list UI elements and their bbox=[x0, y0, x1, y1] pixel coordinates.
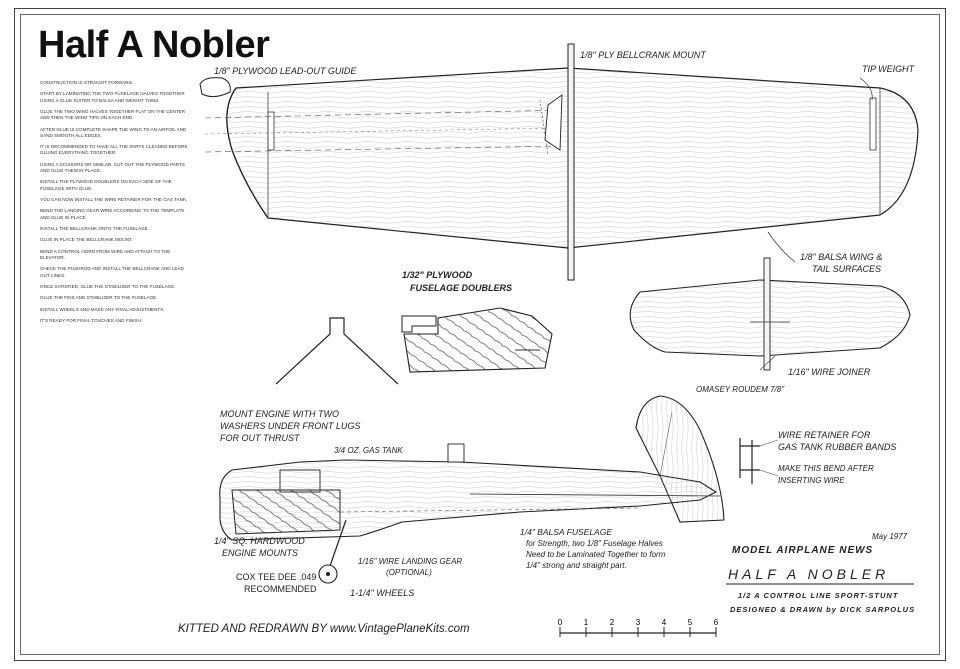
retainer-label-1: WIRE RETAINER FOR bbox=[778, 430, 871, 440]
plan-title: Half A Nobler bbox=[38, 24, 270, 66]
wire-retainer-detail bbox=[739, 438, 779, 484]
subtitle-label: 1/2 A CONTROL LINE SPORT-STUNT bbox=[738, 591, 899, 600]
mount-label-2: WASHERS UNDER FRONT LUGS bbox=[220, 421, 361, 431]
doublers-label-2: FUSELAGE DOUBLERS bbox=[410, 283, 513, 293]
scale-tick-label: 3 bbox=[636, 618, 641, 627]
engine-label-1: COX TEE DEE .049 bbox=[236, 572, 317, 582]
fuselage-label-3: Need to be Laminated Together to form bbox=[526, 550, 666, 559]
scale-tick-label: 1 bbox=[584, 618, 589, 627]
scale-tick-label: 2 bbox=[610, 618, 615, 627]
tip-weight-label: TIP WEIGHT bbox=[862, 64, 915, 74]
construction-note: It's ready for final touches and finish. bbox=[40, 318, 143, 324]
engine-label-2: RECOMMENDED bbox=[244, 584, 317, 594]
inner-border bbox=[20, 14, 940, 655]
magazine-label: MODEL AIRPLANE NEWS bbox=[732, 545, 874, 556]
mount-label-3: FOR OUT THRUST bbox=[220, 433, 300, 443]
construction-note: Construction is straight forward. bbox=[40, 80, 134, 85]
construction-note: Once satisfied, glue the stabilizer to t… bbox=[40, 283, 176, 289]
construction-note: Bend a control horn from wire and attach… bbox=[40, 248, 171, 260]
wheels-label: 1-1/4" WHEELS bbox=[350, 588, 415, 598]
construction-note: Glue the two wing halves together flat o… bbox=[40, 108, 186, 121]
bend-label-2: INSERTING WIRE bbox=[778, 476, 845, 485]
fuselage-label-4: 1/4" strong and straight part. bbox=[526, 561, 627, 570]
construction-note: Check the pushrod and install the bellcr… bbox=[40, 266, 184, 278]
gas-tank-label: 3/4 OZ. GAS TANK bbox=[334, 446, 403, 455]
stabilizer-top-view bbox=[629, 257, 911, 371]
construction-note: After glue is complete shape the wing to… bbox=[40, 126, 187, 138]
construction-note: Using a scissors or similar, cut out the… bbox=[40, 161, 185, 173]
dihedral-template bbox=[275, 317, 399, 385]
bend-label-1: MAKE THIS BEND AFTER bbox=[778, 464, 874, 473]
construction-note: You can now install the wire retainer fo… bbox=[40, 196, 188, 202]
construction-note: Glue in place the bellcrank mount. bbox=[40, 237, 133, 243]
construction-notes: Construction is straight forward. Start b… bbox=[40, 80, 192, 329]
scale-tick-label: 4 bbox=[662, 618, 667, 627]
date-label: May 1977 bbox=[872, 532, 908, 541]
construction-note: Install the plywood doublers on each sid… bbox=[40, 179, 172, 191]
outer-border bbox=[14, 8, 946, 661]
mount-label-1: MOUNT ENGINE WITH TWO bbox=[220, 409, 339, 419]
fuselage-label-2: for Strength, two 1/8" Fuselage Halves bbox=[526, 539, 663, 548]
doublers-label-1: 1/32" PLYWOOD bbox=[402, 270, 473, 280]
construction-note: Install the bellcrank onto the fuselage. bbox=[40, 225, 150, 231]
balsa-wing-label-1: 1/8" BALSA WING & bbox=[800, 252, 883, 262]
landing-gear-label-2: (OPTIONAL) bbox=[386, 568, 432, 577]
wire-joiner-label: 1/16" WIRE JOINER bbox=[788, 367, 871, 377]
construction-note: Start by laminating the two fuselage hal… bbox=[40, 91, 185, 103]
fuselage-doubler bbox=[401, 307, 553, 373]
balsa-wing-label-2: TAIL SURFACES bbox=[812, 264, 882, 274]
retainer-label-2: GAS TANK RUBBER BANDS bbox=[778, 442, 897, 452]
construction-note: Bend the landing gear wire according to … bbox=[40, 208, 185, 220]
bellcrank-label: 1/8" PLY BELLCRANK MOUNT bbox=[580, 50, 706, 60]
designer-label: DESIGNED & DRAWN by DICK SARPOLUS bbox=[730, 605, 916, 614]
construction-note: It is recommended to have all the parts … bbox=[40, 144, 188, 156]
plane-name-label: HALF A NOBLER bbox=[728, 566, 890, 582]
kitted-credit: KITTED AND REDRAWN BY www.VintagePlaneKi… bbox=[178, 623, 470, 635]
scale-tick-label: 0 bbox=[558, 618, 563, 627]
wing-top-view bbox=[199, 43, 919, 281]
hardwood-label-1: 1/4" SQ. HARDWOOD bbox=[214, 536, 305, 546]
hardwood-label-2: ENGINE MOUNTS bbox=[222, 548, 299, 558]
construction-note: Glue the fins and stabilizer to the fuse… bbox=[40, 295, 158, 301]
fuselage-label-1: 1/4" BALSA FUSELAGE bbox=[520, 527, 612, 537]
construction-note: Install wheels and make any final adjust… bbox=[40, 306, 165, 312]
dihedral-label: OMASEY ROUDEM 7/8" bbox=[696, 385, 785, 394]
scale-tick-label: 6 bbox=[714, 618, 719, 627]
fuselage-side-view bbox=[219, 395, 725, 584]
scale-bar: 0 1 2 3 4 5 6 bbox=[558, 618, 719, 637]
landing-gear-label-1: 1/16" WIRE LANDING GEAR bbox=[358, 557, 463, 566]
scale-tick-label: 5 bbox=[688, 618, 693, 627]
leadout-label: 1/8" PLYWOOD LEAD-OUT GUIDE bbox=[214, 66, 357, 76]
